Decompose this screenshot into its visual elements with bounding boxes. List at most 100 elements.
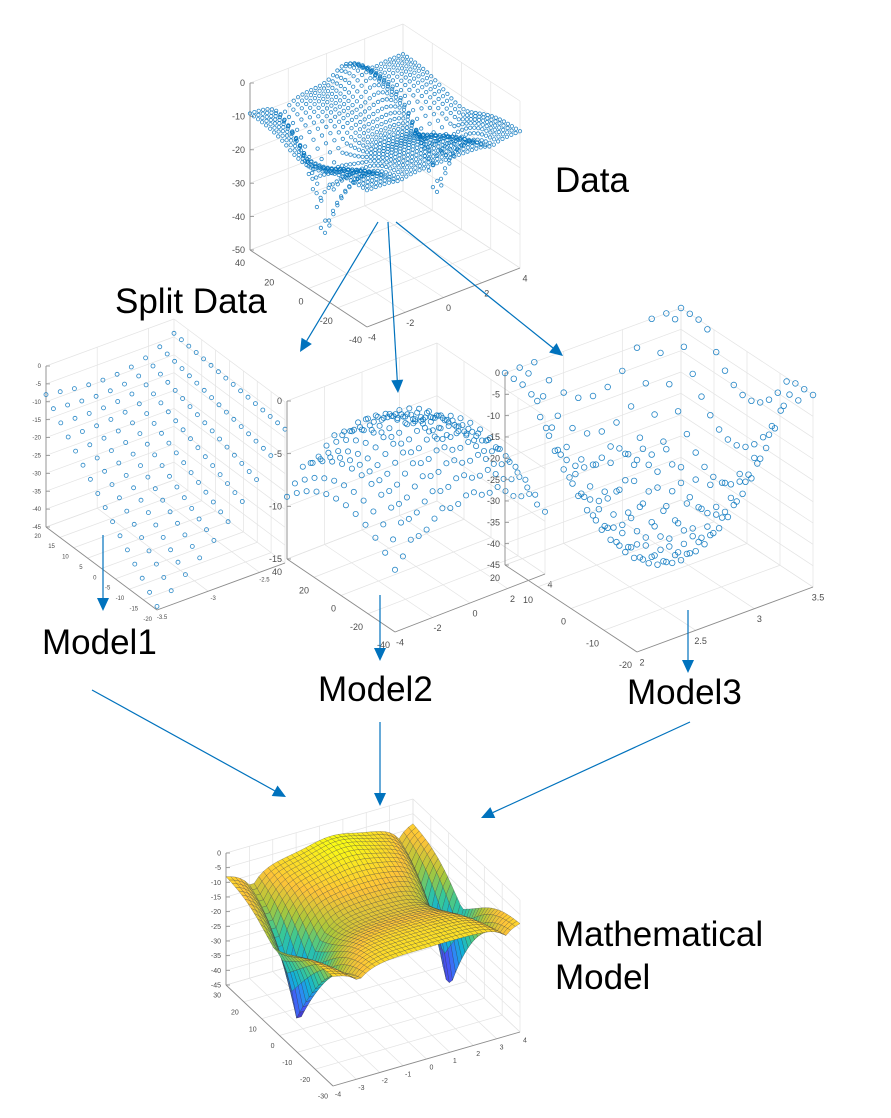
data-point	[400, 56, 405, 61]
data-point	[72, 386, 77, 392]
data-point	[296, 156, 301, 161]
data-point	[428, 80, 433, 85]
data-point	[496, 134, 501, 139]
data-point	[509, 124, 514, 129]
data-point	[411, 136, 417, 141]
data-point	[292, 148, 297, 153]
data-point	[351, 180, 356, 185]
data-point	[338, 169, 343, 174]
data-point	[160, 497, 166, 503]
data-point	[366, 114, 372, 119]
data-point	[451, 457, 458, 464]
data-point	[391, 173, 396, 178]
data-point	[400, 52, 406, 57]
data-point	[362, 117, 367, 122]
data-point	[727, 481, 735, 488]
data-point	[130, 451, 136, 457]
data-point	[388, 111, 393, 116]
data-point	[457, 415, 464, 422]
data-point	[404, 169, 409, 174]
x-axis	[366, 267, 521, 328]
data-point	[391, 128, 396, 133]
data-point	[366, 122, 371, 127]
data-point	[331, 212, 336, 217]
data-point	[695, 316, 702, 323]
split-data-label: Split Data	[115, 282, 267, 321]
data-point	[391, 176, 396, 182]
data-point	[322, 81, 327, 86]
data-point	[435, 118, 441, 123]
data-point	[130, 420, 135, 426]
data-point	[475, 137, 480, 142]
data-point	[179, 366, 185, 372]
data-point	[765, 431, 773, 438]
data-point	[443, 157, 448, 162]
data-point	[575, 394, 582, 401]
data-point	[265, 107, 270, 112]
data-point	[663, 310, 670, 317]
data-point	[422, 162, 427, 167]
data-point	[398, 440, 405, 447]
data-point	[469, 113, 474, 118]
y-tick-label: 5	[79, 565, 83, 571]
y-tick-label: -20	[350, 622, 363, 632]
grid-line	[286, 395, 438, 454]
data-point	[430, 160, 435, 165]
data-point	[435, 468, 442, 475]
data-point	[370, 119, 376, 124]
data-point	[362, 109, 368, 114]
data-point	[158, 400, 164, 406]
data-point	[319, 198, 324, 203]
x-tick-label: 3	[500, 1044, 504, 1051]
data-point	[269, 114, 274, 119]
data-point	[318, 225, 323, 230]
data-point	[334, 88, 339, 93]
data-point	[356, 183, 361, 188]
data-point	[636, 434, 644, 441]
data-point	[366, 169, 372, 174]
data-point	[288, 143, 293, 148]
data-point	[224, 444, 230, 450]
data-point	[337, 111, 342, 116]
data-point	[326, 77, 331, 82]
y-tick-label: 20	[231, 1009, 239, 1016]
data-point	[370, 126, 375, 131]
data-point	[387, 57, 392, 62]
data-point	[751, 454, 758, 462]
grid-line	[45, 408, 175, 456]
data-point	[294, 136, 299, 141]
data-point	[689, 370, 696, 378]
data-point	[382, 181, 387, 187]
arrow-head	[549, 343, 563, 356]
data-point	[683, 500, 691, 507]
data-point	[328, 131, 333, 136]
data-point	[469, 147, 474, 153]
data-point	[357, 134, 362, 139]
data-point	[403, 134, 409, 139]
data-point	[332, 138, 337, 143]
grid-line	[173, 443, 286, 528]
data-point	[380, 155, 385, 160]
data-point	[376, 78, 382, 83]
data-point	[713, 511, 720, 518]
data-point	[465, 113, 470, 118]
arrow-shaft	[492, 721, 691, 814]
data-point	[610, 524, 617, 531]
data-point	[325, 89, 331, 94]
data-point	[301, 476, 308, 483]
data-point	[354, 107, 359, 112]
data-point	[392, 110, 397, 115]
data-point	[101, 405, 106, 411]
data-point	[329, 91, 335, 97]
y-tick-label: 0	[298, 297, 303, 307]
data-point	[217, 472, 223, 478]
data-point	[348, 61, 353, 66]
data-point	[677, 304, 685, 312]
z-tick-label: -30	[487, 496, 500, 506]
data-point	[86, 382, 92, 388]
data-point	[451, 153, 456, 158]
data-point	[431, 414, 438, 421]
data-point	[436, 106, 441, 111]
data-point	[400, 449, 407, 456]
data-point	[315, 453, 322, 460]
